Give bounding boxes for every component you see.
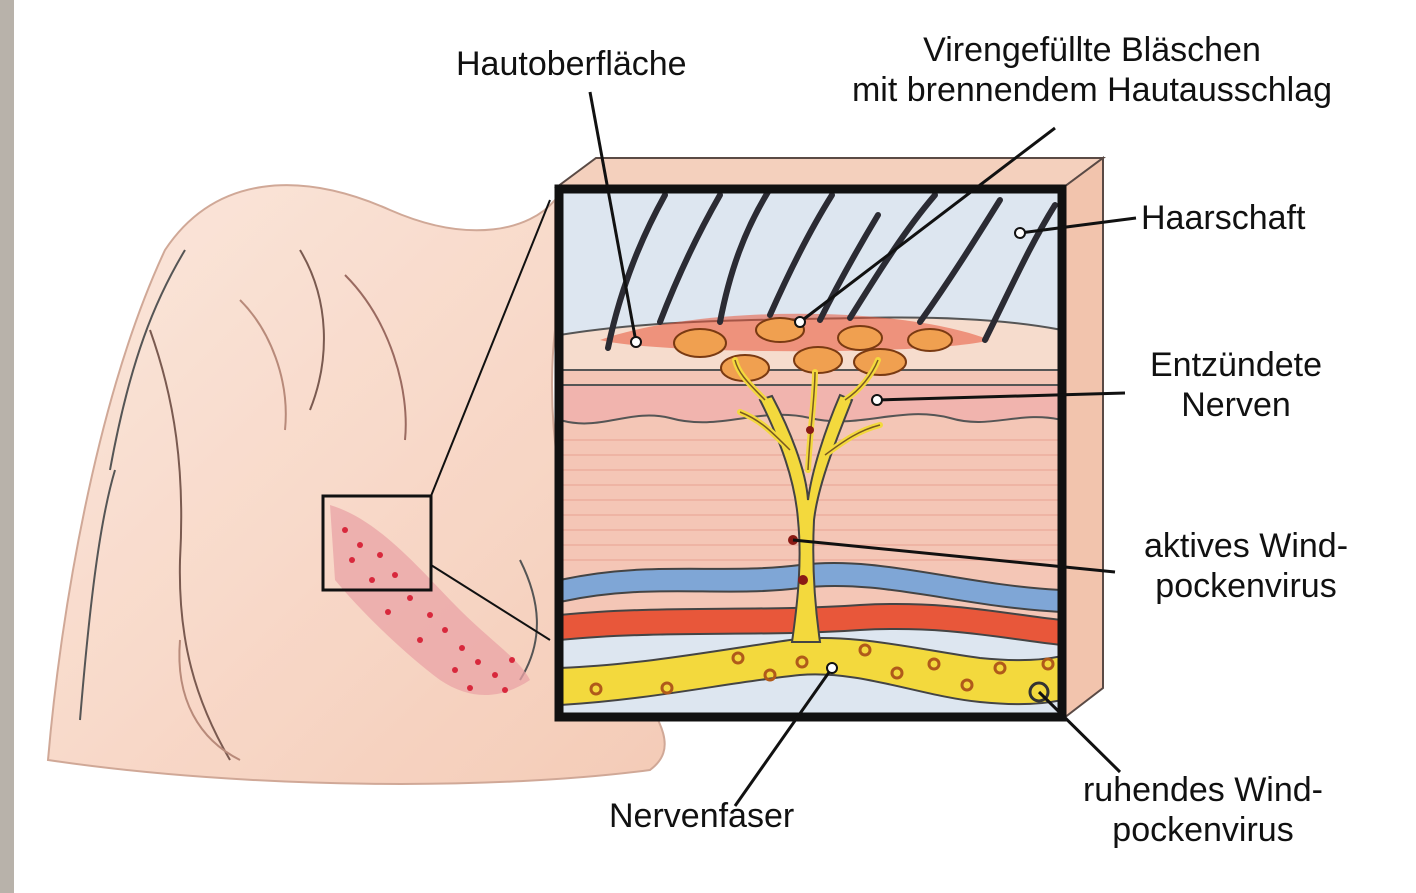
label-nervenfaser: Nervenfaser — [609, 796, 794, 836]
label-inflamed-line2: Nerven — [1126, 385, 1346, 425]
skin-cross-section — [560, 190, 1062, 720]
label-blisters-line2: mit brennendem Hautausschlag — [812, 70, 1372, 110]
image-border-strip — [0, 0, 14, 893]
label-entzuendete-nerven: Entzündete Nerven — [1126, 345, 1346, 425]
label-aktives-windpockenvirus: aktives Wind- pockenvirus — [1110, 526, 1382, 606]
label-dormant-line2: pockenvirus — [1058, 810, 1348, 850]
label-haarschaft: Haarschaft — [1141, 198, 1305, 238]
label-hautoberflaeche: Hautoberfläche — [456, 44, 687, 84]
label-ruhendes-windpockenvirus: ruhendes Wind- pockenvirus — [1058, 770, 1348, 850]
label-active-line2: pockenvirus — [1110, 566, 1382, 606]
label-blisters-line1: Virengefüllte Bläschen — [812, 30, 1372, 70]
label-dormant-line1: ruhendes Wind- — [1058, 770, 1348, 810]
label-active-line1: aktives Wind- — [1110, 526, 1382, 566]
label-virengefuellte-blaeschen: Virengefüllte Bläschen mit brennendem Ha… — [812, 30, 1372, 110]
label-inflamed-line1: Entzündete — [1126, 345, 1346, 385]
